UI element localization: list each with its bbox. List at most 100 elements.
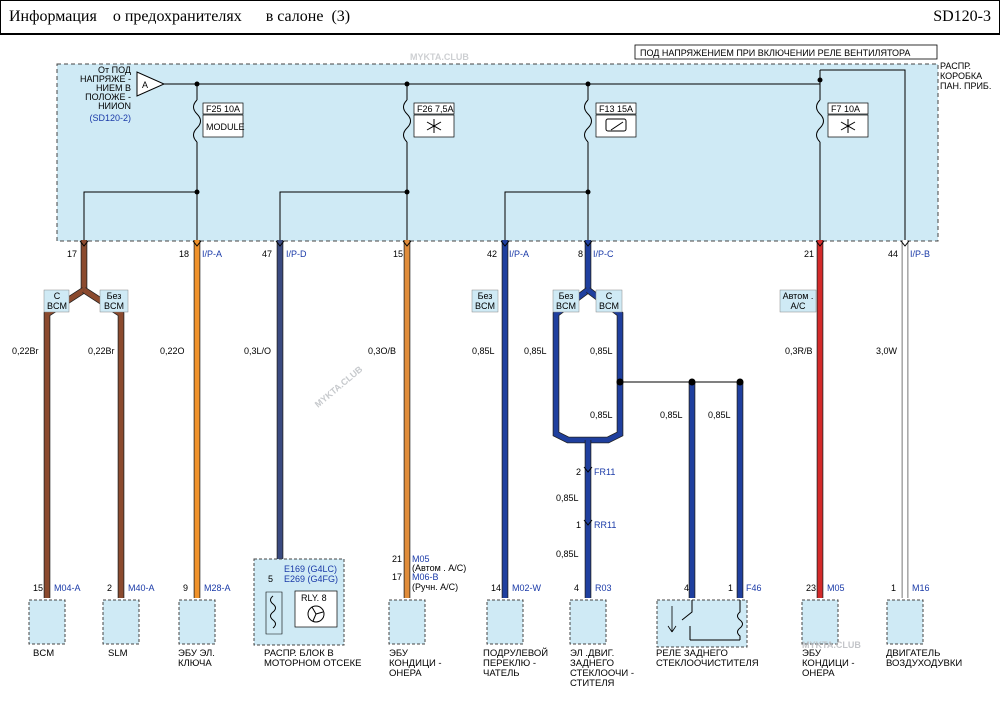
fuse-f7: F7 10A — [816, 99, 869, 143]
splice-node — [616, 378, 624, 386]
connector-chevron — [900, 240, 910, 247]
wire-spec-9: 0,85L — [590, 410, 613, 420]
load-label-1-0: SLM — [108, 648, 128, 659]
load-box-0 — [28, 599, 66, 645]
fuse-f7-label: F7 10A — [831, 104, 860, 114]
pin-18: 18 — [179, 249, 189, 259]
load-pin2-7: 1 — [728, 583, 733, 593]
page-title: Информация о предохранителях в салоне (3… — [9, 8, 351, 25]
pin-42-conn: I/P-A — [509, 249, 529, 259]
fan-icon — [307, 605, 325, 623]
source-line-2: НАПРЯЖЕ - — [80, 74, 131, 84]
load-pin-1: 2 — [107, 583, 112, 593]
load-label-7-1: СТЕКЛООЧИСТИТЕЛЯ — [656, 658, 759, 669]
option-auto-ac-2: A/C — [790, 301, 806, 311]
load-conn-6: R03 — [595, 583, 612, 593]
fuse-f13: F13 15A — [584, 99, 637, 143]
power-note: ПОД НАПРЯЖЕНИЕМ ПРИ ВКЛЮЧЕНИИ РЕЛЕ ВЕНТИ… — [640, 48, 910, 58]
wire-spec-15: 3,0W — [876, 346, 898, 356]
load-pin-6: 4 — [574, 583, 579, 593]
relay-label: RLY. 8 — [301, 593, 327, 603]
load-label-3-0: РАСПР. БЛОК В — [264, 648, 334, 659]
load-pin-8: 23 — [806, 583, 816, 593]
pin-17: 17 — [67, 249, 77, 259]
wire-spec-14: 0,3R/B — [785, 346, 813, 356]
pin-42: 42 — [487, 249, 497, 259]
wire-brown-bcm-outline — [43, 287, 86, 598]
fuse-f25-label: F25 10A — [206, 104, 240, 114]
ac-variant-1-pin: 21 — [392, 554, 402, 564]
load-label-0-0: BCM — [33, 648, 54, 659]
load-label-8-0: ЭБУ — [802, 648, 822, 659]
load-label-6-3: СТИТЕЛЯ — [570, 678, 615, 689]
connector-chevron — [815, 240, 825, 247]
wire-spec-8: 0,85L — [590, 346, 613, 356]
connector-chevron — [500, 240, 510, 247]
ac-variant-1-note: (Автом . A/C) — [412, 563, 466, 573]
option-without-bcm-5: Без — [559, 291, 574, 301]
inline-rr11-name: RR11 — [594, 520, 616, 530]
option-with-bcm-1: С — [54, 291, 61, 301]
watermark-bottom: MYKTA.CLUB — [802, 640, 861, 650]
load-label-5-1: ПЕРЕКЛЮ - — [483, 658, 536, 669]
load-label-5-2: ЧАТЕЛЬ — [483, 668, 520, 679]
load-label-9-1: ВОЗДУХОДУВКИ — [886, 658, 962, 669]
connector-chevron — [79, 240, 89, 247]
load-conn-7: F46 — [746, 583, 762, 593]
option-auto-ac-1: Автом . — [783, 291, 814, 301]
load-label-4-0: ЭБУ — [389, 648, 409, 659]
fuse-f25: F25 10A MODULE — [193, 99, 245, 143]
option-without-bcm-2: BCM — [104, 301, 124, 311]
wire-spec-1: 0,22Br — [12, 346, 39, 356]
wire-spec-4: 0,3L/O — [244, 346, 271, 356]
junction-label-1: РАСПР. — [940, 61, 971, 71]
ac-variant-1-conn: M05 — [412, 554, 430, 564]
wire-spec-13: 0,85L — [556, 549, 579, 559]
connector-chevron — [583, 466, 593, 473]
load-pin-5: 14 — [491, 583, 501, 593]
connector-chevron — [402, 240, 412, 247]
pin-47: 47 — [262, 249, 272, 259]
load-box-6 — [569, 599, 607, 645]
load-conn-2: M28-A — [204, 583, 231, 593]
snowflake-icon — [840, 119, 856, 133]
option-with-bcm-4: BCM — [599, 301, 619, 311]
load-conn-0: M04-A — [54, 583, 81, 593]
wire-spec-6: 0,85L — [472, 346, 495, 356]
fuse-f13-label: F13 15A — [599, 104, 633, 114]
watermark-diagonal: MYKTA.CLUB — [313, 364, 365, 410]
inline-fr11-pin: 2 — [576, 467, 581, 477]
load-label-6-2: СТЕКЛООЧИ - — [570, 668, 634, 679]
load-box-5 — [486, 599, 524, 645]
load-box-2 — [178, 599, 216, 645]
fuse-f25-module-text: MODULE — [206, 122, 245, 132]
option-with-bcm-3: С — [606, 291, 613, 301]
option-with-bcm-2: BCM — [47, 301, 67, 311]
load-label-5-0: ПОДРУЛЕВОЙ — [483, 647, 548, 659]
wire-spec-3: 0,22O — [160, 346, 185, 356]
wire-brown-slm — [82, 287, 124, 598]
page-header: Информация о предохранителях в салоне (3… — [0, 0, 1000, 35]
wire-brown-slm-outline — [82, 287, 125, 598]
pin-15: 15 — [393, 249, 403, 259]
load-label-9-0: ДВИГАТЕЛЬ — [886, 648, 940, 659]
splice-node — [688, 378, 696, 386]
source-line-5: НИИON — [98, 101, 131, 111]
relay-block-e269: E269 (G4FG) — [284, 574, 338, 584]
relay-block-e169: E169 (G4LC) — [284, 564, 337, 574]
inline-rr11-pin: 1 — [576, 520, 581, 530]
load-conn-8: M05 — [827, 583, 845, 593]
load-label-8-1: КОНДИЦИ - — [802, 658, 855, 669]
option-without-bcm-1: Без — [107, 291, 122, 301]
connector-chevron — [192, 240, 202, 247]
ac-variant-2-note: (Ручн. A/C) — [412, 582, 458, 592]
diagram-code: SD120-3 — [933, 8, 991, 25]
load-label-4-2: ОНЕРА — [389, 668, 422, 679]
watermark-top: MYKTA.CLUB — [410, 52, 469, 62]
splice-node — [736, 378, 744, 386]
inline-fr11-name: FR11 — [594, 467, 615, 477]
option-without-bcm-3: Без — [478, 291, 493, 301]
load-box-8 — [801, 599, 839, 645]
